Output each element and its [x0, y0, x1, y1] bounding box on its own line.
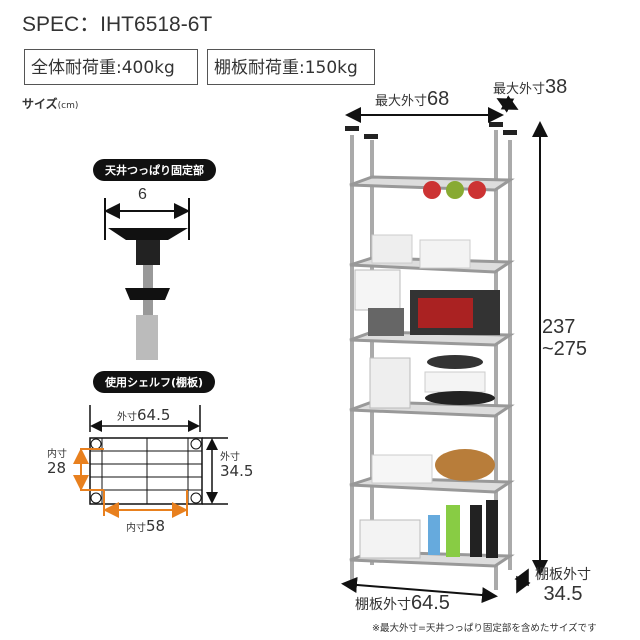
outer-width-value: 64.5: [137, 406, 171, 424]
inner-width-prefix: 内寸: [126, 523, 146, 534]
total-load-box: 全体耐荷重:400kg: [24, 49, 198, 85]
footnote: ※最大外寸=天井つっぱり固定部を含めたサイズです: [372, 623, 597, 634]
shelf-board-drawing: [73, 405, 228, 518]
rack-dimension-lines: [341, 95, 548, 604]
ceiling-fixture-drawing: [104, 198, 190, 360]
max-width-value: 68: [427, 88, 450, 110]
shelf-width-value: 64.5: [411, 592, 450, 614]
shelf-load-box: 棚板耐荷重:150kg: [207, 49, 375, 85]
outer-width-label: 外寸64.5: [117, 405, 170, 424]
shelf-width-label: 棚板外寸64.5: [355, 592, 450, 615]
outer-depth-prefix: 外寸: [220, 452, 240, 463]
shelf-depth-prefix: 棚板外寸: [535, 567, 591, 583]
fixture-width: 6: [138, 186, 147, 203]
max-depth-value: 38: [545, 76, 568, 98]
height-max-value: ~275: [542, 338, 588, 360]
size-label: サイズ(cm): [22, 95, 78, 112]
inner-width-value: 58: [146, 517, 166, 535]
inner-width-label: 内寸58: [126, 516, 165, 535]
max-width-label: 最大外寸68: [375, 88, 449, 111]
max-depth-prefix: 最大外寸: [493, 82, 546, 97]
inner-depth-value: 28: [47, 459, 67, 477]
shelf-board-title: 使用シェルフ(棚板): [93, 371, 216, 393]
spec-title: SPEC：IHT6518-6T: [22, 13, 213, 36]
outer-depth-value: 34.5: [220, 462, 254, 480]
max-depth-label: 最大外寸38: [493, 76, 567, 99]
rack-drawing: [345, 122, 517, 590]
inner-depth-prefix: 内寸: [47, 449, 67, 460]
height-label: 237~275: [542, 316, 587, 360]
size-text: サイズ: [22, 97, 58, 111]
max-width-prefix: 最大外寸: [375, 94, 428, 109]
size-unit: (cm): [57, 101, 79, 111]
shelf-depth-value: 34.5: [543, 583, 583, 606]
outer-width-prefix: 外寸: [117, 412, 137, 423]
height-value: 237: [542, 316, 576, 338]
ceiling-fixture-title: 天井つっぱり固定部: [93, 159, 216, 181]
shelf-width-prefix: 棚板外寸: [355, 597, 411, 613]
